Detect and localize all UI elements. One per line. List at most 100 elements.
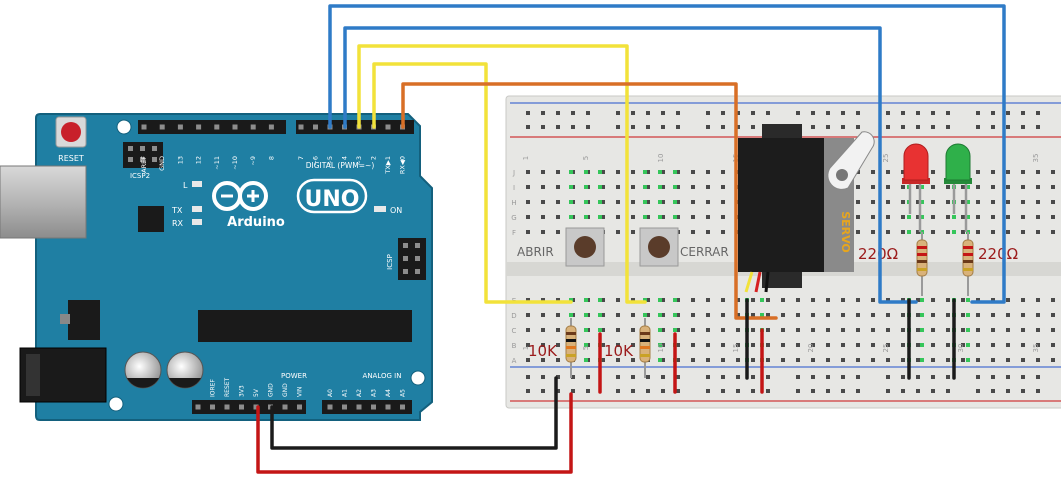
terminal-hole bbox=[601, 358, 605, 362]
terminal-hole bbox=[631, 230, 635, 234]
resistor-10k-right: 10K bbox=[604, 318, 651, 378]
mounting-hole bbox=[108, 396, 124, 412]
rail-hole bbox=[631, 375, 635, 379]
reset-button-cap bbox=[61, 122, 81, 142]
connected-hole bbox=[569, 170, 573, 174]
terminal-hole bbox=[1036, 185, 1040, 189]
terminal-hole bbox=[1036, 170, 1040, 174]
terminal-hole bbox=[661, 185, 665, 189]
terminal-hole bbox=[556, 343, 560, 347]
rail-hole bbox=[901, 389, 905, 393]
column-number: 15 bbox=[732, 344, 740, 353]
terminal-hole bbox=[961, 200, 965, 204]
rail-hole bbox=[946, 375, 950, 379]
terminal-hole bbox=[556, 313, 560, 317]
terminal-hole bbox=[931, 343, 935, 347]
terminal-hole bbox=[916, 185, 920, 189]
column-number: 1 bbox=[522, 346, 530, 350]
rail-hole bbox=[541, 389, 545, 393]
connected-hole bbox=[920, 343, 924, 347]
terminal-hole bbox=[541, 328, 545, 332]
rail-hole bbox=[1036, 111, 1040, 115]
header-pin bbox=[159, 124, 165, 130]
rail-hole bbox=[631, 389, 635, 393]
rail-hole bbox=[721, 125, 725, 129]
connected-hole bbox=[584, 298, 588, 302]
terminal-hole bbox=[1036, 313, 1040, 317]
wire-orange-pin0-to-servo bbox=[401, 82, 778, 320]
terminal-hole bbox=[946, 230, 950, 234]
header-pin bbox=[224, 404, 230, 410]
terminal-hole bbox=[556, 230, 560, 234]
terminal-hole bbox=[526, 185, 530, 189]
wire-black-gnd bbox=[270, 376, 558, 450]
terminal-hole bbox=[631, 200, 635, 204]
terminal-hole bbox=[856, 215, 860, 219]
rail-hole bbox=[706, 389, 710, 393]
terminal-hole bbox=[1021, 298, 1025, 302]
rail-hole bbox=[586, 125, 590, 129]
terminal-hole bbox=[751, 358, 755, 362]
terminal-hole bbox=[991, 230, 995, 234]
terminal-hole bbox=[1051, 185, 1055, 189]
rail-hole bbox=[526, 125, 530, 129]
connected-hole bbox=[643, 215, 647, 219]
power-pin-label: GND bbox=[282, 383, 289, 397]
terminal-hole bbox=[676, 298, 680, 302]
terminal-hole bbox=[646, 215, 650, 219]
terminal-hole bbox=[856, 230, 860, 234]
rail-hole bbox=[796, 389, 800, 393]
terminal-hole bbox=[646, 170, 650, 174]
column-number: 30 bbox=[957, 344, 965, 353]
rail-hole bbox=[661, 389, 665, 393]
terminal-hole bbox=[556, 185, 560, 189]
terminal-hole bbox=[646, 313, 650, 317]
led-green bbox=[944, 143, 972, 232]
terminal-hole bbox=[886, 298, 890, 302]
terminal-hole bbox=[976, 328, 980, 332]
connected-hole bbox=[584, 200, 588, 204]
connected-hole bbox=[658, 343, 662, 347]
terminal-hole bbox=[1006, 185, 1010, 189]
terminal-hole bbox=[526, 200, 530, 204]
icsp-pin bbox=[403, 269, 408, 274]
terminal-hole bbox=[631, 328, 635, 332]
wire-yellow-pin3-to-close-button bbox=[357, 44, 647, 304]
icsp2-pin bbox=[140, 146, 145, 151]
rail-hole bbox=[991, 111, 995, 115]
resistor-band bbox=[963, 253, 973, 256]
terminal-hole bbox=[676, 185, 680, 189]
terminal-hole bbox=[796, 343, 800, 347]
terminal-hole bbox=[766, 358, 770, 362]
rail-hole bbox=[676, 375, 680, 379]
terminal-hole bbox=[601, 298, 605, 302]
terminal-hole bbox=[901, 200, 905, 204]
terminal-hole bbox=[541, 230, 545, 234]
terminal-hole bbox=[721, 328, 725, 332]
terminal-hole bbox=[691, 343, 695, 347]
rail-hole bbox=[736, 125, 740, 129]
terminal-hole bbox=[691, 185, 695, 189]
column-number: 10 bbox=[657, 154, 665, 163]
connected-hole bbox=[598, 298, 602, 302]
terminal-hole bbox=[781, 358, 785, 362]
regulator-pin bbox=[60, 314, 70, 324]
terminal-hole bbox=[916, 298, 920, 302]
terminal-hole bbox=[871, 185, 875, 189]
wire-blue-pin4-to-red-led bbox=[343, 26, 918, 304]
rail-hole bbox=[616, 111, 620, 115]
terminal-hole bbox=[766, 298, 770, 302]
digital-label: DIGITAL (PWM=~) bbox=[306, 161, 375, 170]
terminal-hole bbox=[706, 298, 710, 302]
terminal-hole bbox=[616, 358, 620, 362]
power-label: POWER bbox=[281, 372, 307, 380]
connected-hole bbox=[643, 170, 647, 174]
terminal-hole bbox=[616, 343, 620, 347]
rail-hole bbox=[721, 389, 725, 393]
digital-pin-label: 2 bbox=[370, 156, 378, 160]
terminal-hole bbox=[721, 313, 725, 317]
terminal-hole bbox=[661, 313, 665, 317]
rail-hole bbox=[571, 125, 575, 129]
uno-label: UNO bbox=[305, 187, 360, 212]
terminal-hole bbox=[706, 343, 710, 347]
